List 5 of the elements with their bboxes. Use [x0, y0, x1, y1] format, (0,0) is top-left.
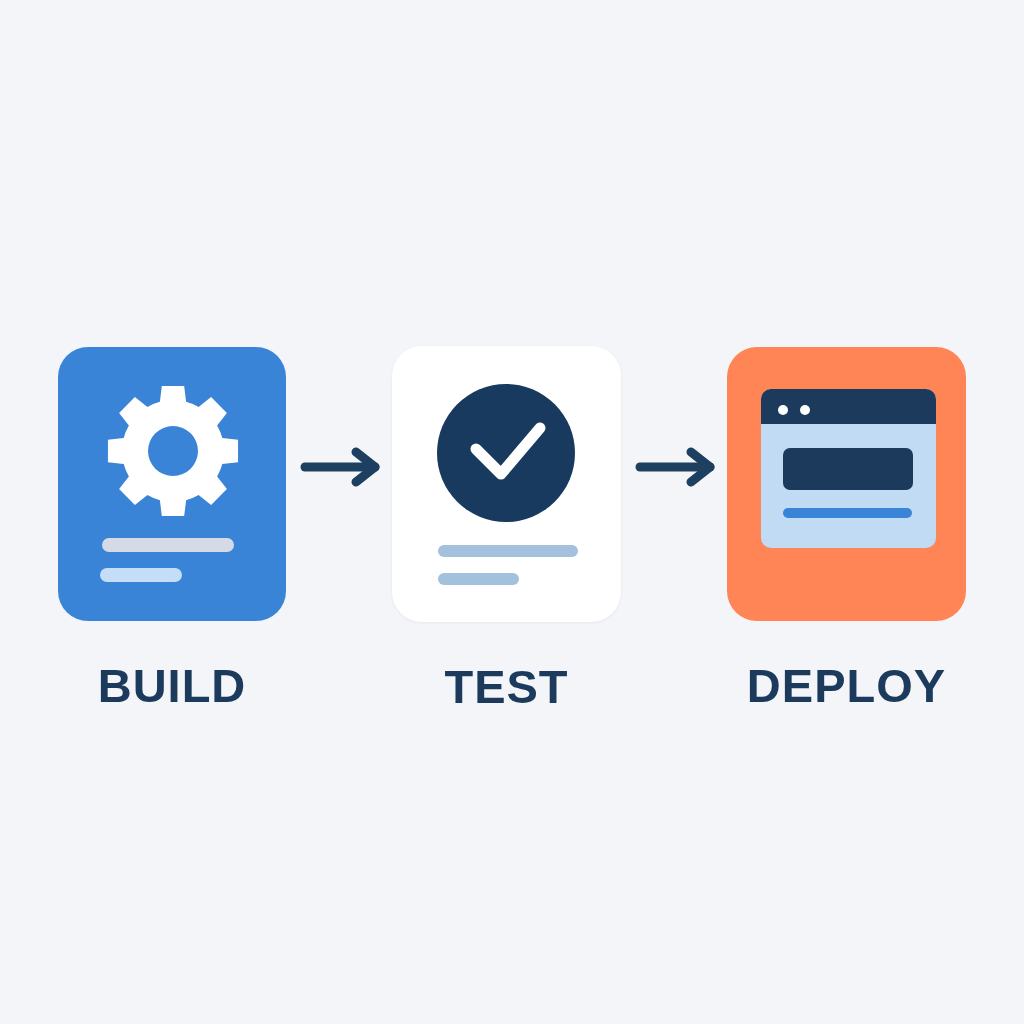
step-label: TEST [444, 663, 569, 710]
step-label: BUILD [97, 662, 247, 709]
arrow [635, 447, 715, 487]
step-label: DEPLOY [746, 662, 947, 709]
arrow [300, 447, 380, 487]
